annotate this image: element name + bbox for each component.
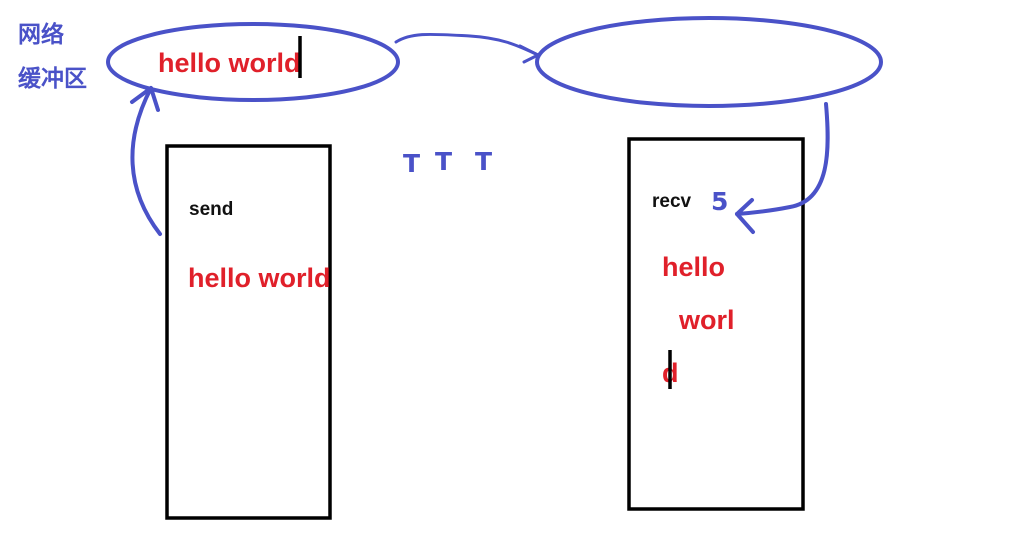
recv-label: recv (652, 191, 692, 212)
recv-chunk-1: hello (662, 252, 725, 282)
recv-buffer-ellipse (535, 16, 883, 108)
buffer-label-line1: 网络 (18, 21, 64, 48)
transit-mark-2: T (435, 147, 452, 176)
transfer-arrow (394, 32, 540, 57)
recv-arrow-head (735, 198, 755, 234)
send-buffer-content: hello world (158, 48, 301, 78)
recv-count: 5 (711, 187, 728, 216)
transfer-arrow-head (518, 44, 540, 64)
receiver-box (627, 137, 805, 511)
send-arrow (130, 86, 162, 236)
sender-box (165, 144, 332, 520)
recv-chunk-2: worl (678, 305, 735, 335)
transit-mark-1: T (403, 149, 420, 178)
send-buffer-ellipse (106, 22, 400, 102)
buffer-label-line2: 缓冲区 (18, 65, 87, 92)
transit-mark-3: T (475, 147, 492, 176)
send-label: send (189, 199, 233, 220)
send-arrow-head (130, 86, 160, 112)
recv-arrow (735, 102, 830, 216)
send-content: hello world (188, 263, 331, 293)
